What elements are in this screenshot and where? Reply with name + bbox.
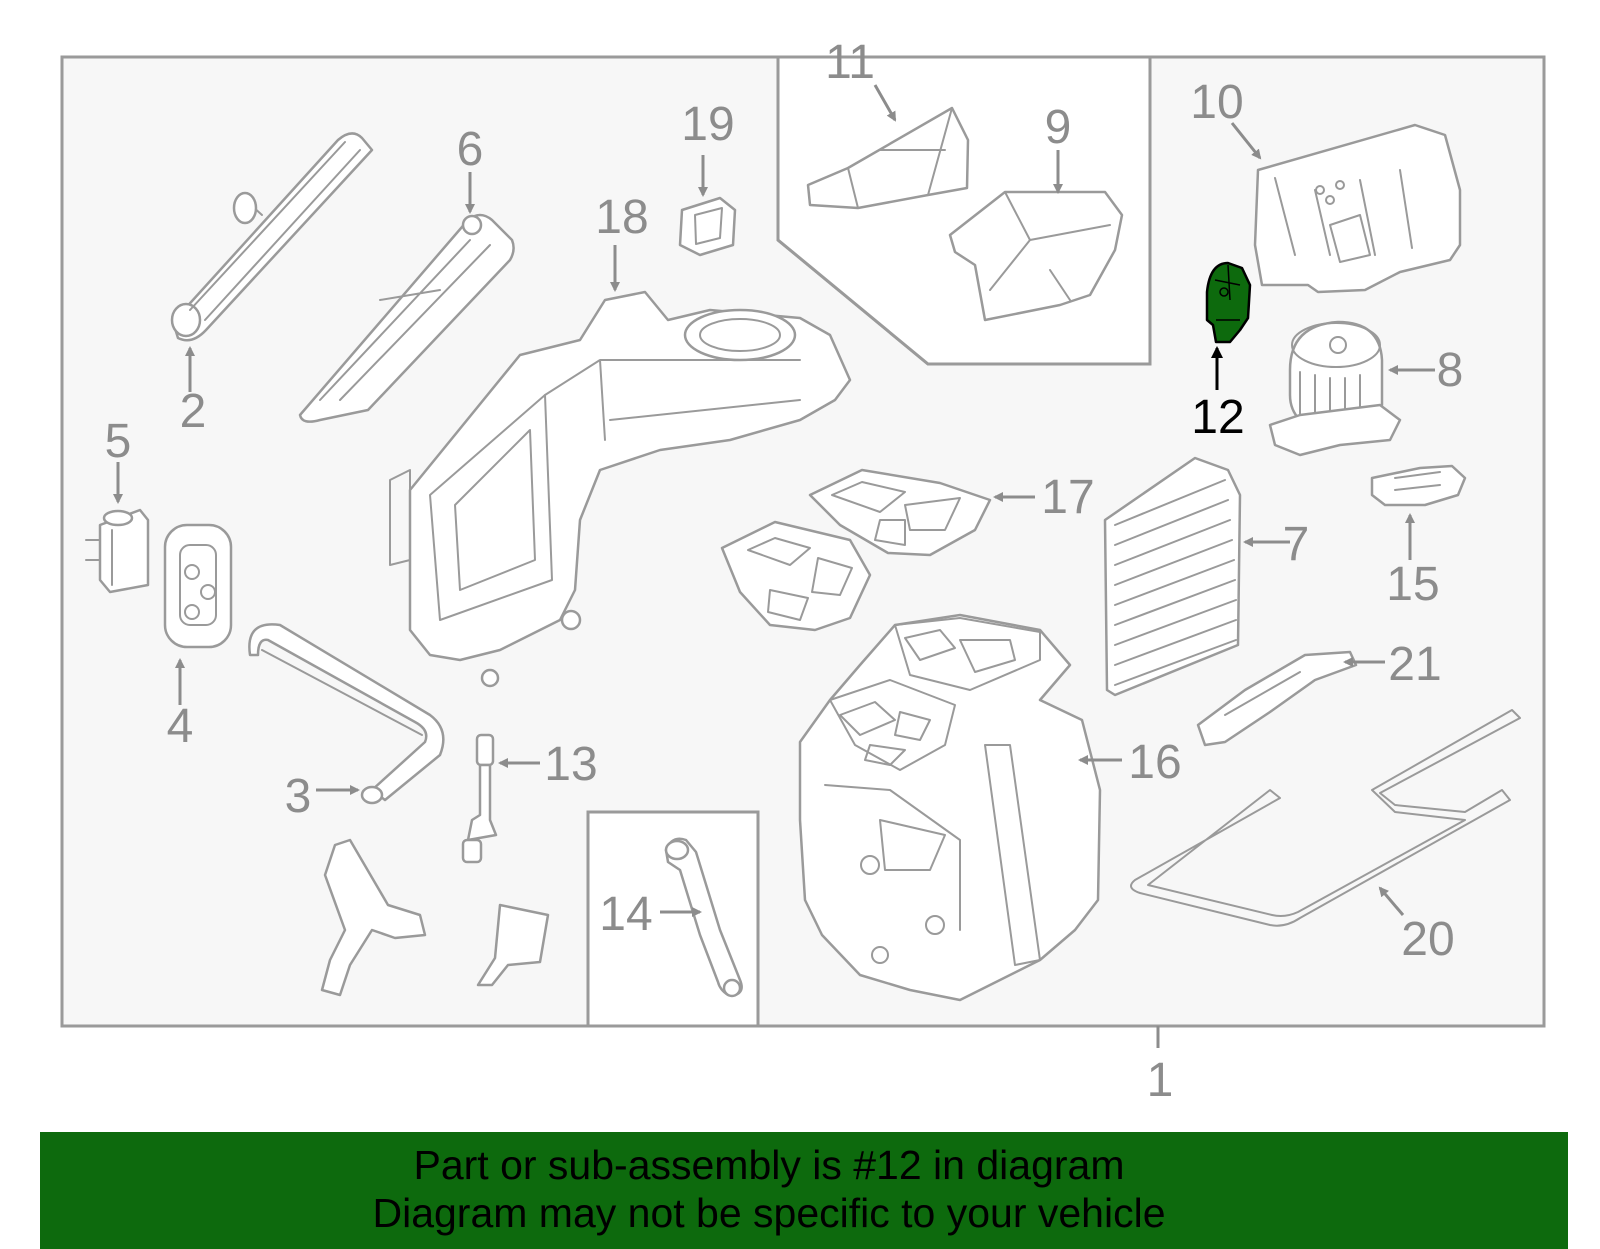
part-13-sensor: [461, 733, 498, 864]
part-15-resistor: [1370, 464, 1467, 507]
callout-19: 19: [681, 98, 734, 151]
part-7-cabin-filter: [1103, 456, 1242, 697]
part-20-wire: [1130, 709, 1521, 927]
part-8-blower-motor: [1268, 320, 1402, 457]
leader-11: [873, 84, 897, 122]
callout-5: 5: [105, 415, 132, 468]
callout-7: 7: [1283, 518, 1310, 571]
part-11-duct: [806, 106, 970, 210]
leader-lines: [113, 84, 1435, 1048]
callout-17: 17: [1041, 471, 1094, 524]
part-6-frame: [298, 213, 515, 423]
part-5-switch: [85, 508, 150, 594]
part-3-tube: [248, 623, 445, 805]
part-14-line: [664, 837, 743, 998]
callout-9: 9: [1045, 101, 1072, 154]
callout-20: 20: [1401, 913, 1454, 966]
callout-2: 2: [180, 385, 207, 438]
callout-4: 4: [167, 700, 194, 753]
callout-18: 18: [595, 191, 648, 244]
bracket-parts: [320, 838, 550, 997]
callout-numbers: 2 6 5 4 3 13 19 18 11 9 10 12 8 15 17 7 …: [105, 36, 1464, 1107]
callout-11: 11: [825, 36, 875, 89]
part-12-module-highlighted[interactable]: [1205, 261, 1252, 344]
callout-14: 14: [599, 888, 652, 941]
callout-15: 15: [1386, 558, 1439, 611]
banner-line-disclaimer: Diagram may not be specific to your vehi…: [372, 1190, 1166, 1236]
part-19-clip: [678, 196, 737, 257]
callout-1: 1: [1147, 1054, 1174, 1107]
info-banner: Part or sub-assembly is #12 in diagram D…: [40, 1132, 1568, 1249]
part-17-seals: [720, 468, 992, 632]
part-10-blower-housing: [1253, 123, 1462, 294]
callout-12: 12: [1191, 391, 1244, 444]
part-21-bracket: [1196, 650, 1358, 747]
callout-13: 13: [544, 738, 597, 791]
callout-21: 21: [1388, 638, 1441, 691]
banner-line-part: Part or sub-assembly is #12 in diagram: [413, 1142, 1125, 1188]
callout-10: 10: [1190, 76, 1243, 129]
leader-20: [1378, 886, 1405, 916]
leader-10: [1230, 122, 1262, 160]
part-16-lower-case: [798, 613, 1102, 1002]
part-9-duct: [948, 190, 1124, 322]
part-18-housing: [389, 290, 852, 688]
callout-6: 6: [457, 123, 484, 176]
part-4-grommet: [163, 523, 233, 649]
callout-8: 8: [1437, 344, 1464, 397]
part-2-heater-core: [170, 132, 374, 342]
callout-16: 16: [1128, 736, 1181, 789]
callout-3: 3: [285, 770, 312, 823]
